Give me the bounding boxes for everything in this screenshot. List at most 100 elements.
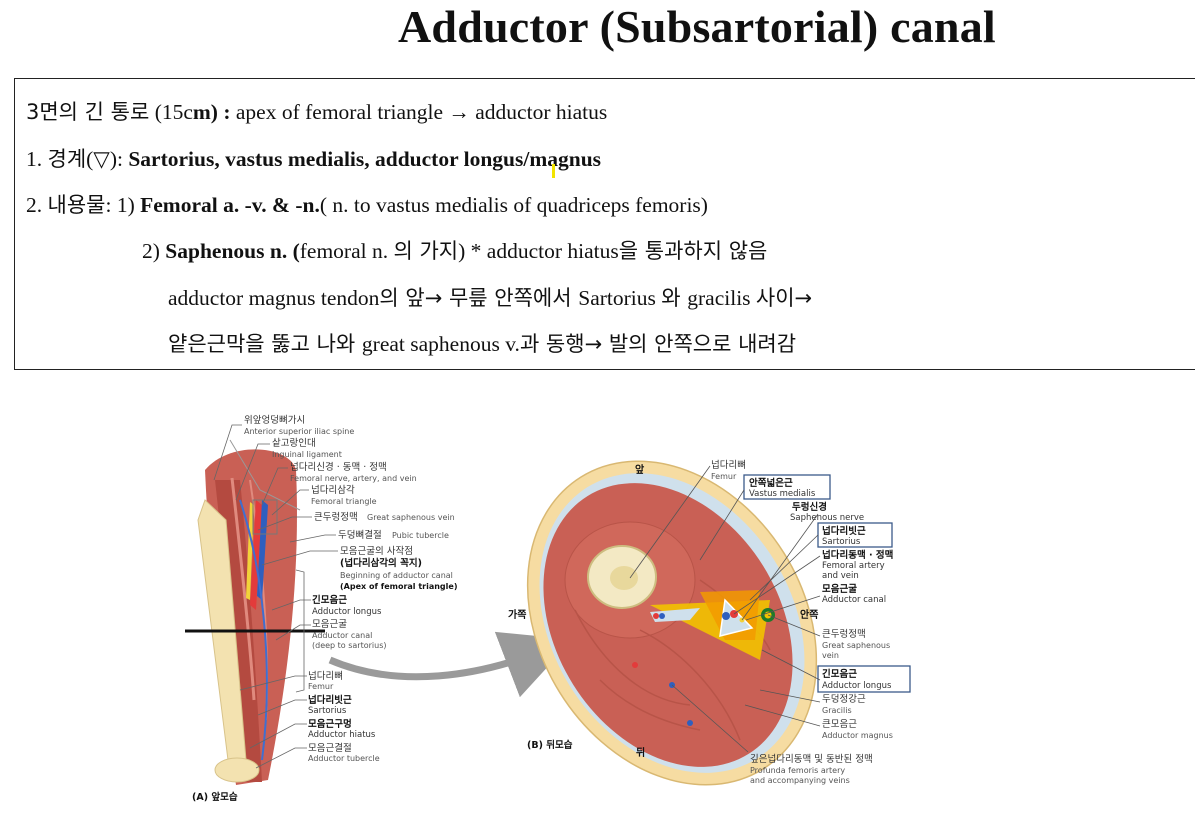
page-title: Adductor (Subsartorial) canal [398,1,996,52]
summary-line-1: 3면의 긴 통로 (15cm) : apex of femoral triang… [26,96,607,126]
l4-a: 2) [142,239,166,263]
summary-line-4: 2) Saphenous n. (femoral n. 의 가지) * addu… [142,235,767,265]
a-label-inguinal-ko: 샅고랑인대 [272,437,316,449]
b-label-am-en: Adductor magnus [822,731,893,740]
a-label-hiatus-en: Adductor hiatus [308,730,376,740]
b-label-profunda-en2: and accompanying veins [750,776,850,785]
l3-c: ( n. to vastus medialis of quadriceps fe… [319,193,708,217]
l2-sym: (▽): [86,147,129,171]
a-label-add-longus-en: Adductor longus [312,607,382,617]
l5-a: adductor magnus tendon [168,286,380,310]
b-orient-lateral: 가쪽 [508,608,526,621]
b-label-al-ko: 긴모음근 [822,668,857,680]
l1-a: (15c [149,100,193,124]
b-label-sart-en: Sartorius [822,537,861,547]
a-label-asis-ko: 위앞엉덩뼈가시 [244,414,305,426]
b-label-vm-ko: 안쪽넓은근 [749,477,793,489]
b-label-saph-n-en: Saphenous nerve [790,513,864,523]
a-label-beginning-ko2: (넙다리삼각의 꼭지) [340,557,422,569]
a-label-femur-ko: 넙다리뼈 [308,670,343,682]
l3-a: : 1) [105,193,141,217]
a-label-gsv-en: Great saphenous vein [367,513,455,522]
l2-ko: 경계 [47,147,87,171]
b-label-femur-ko: 넙다리뼈 [711,459,746,471]
l2-num: 1. [26,147,48,171]
l3-num: 2. [26,193,48,217]
a-label-femur-en: Femur [308,682,334,691]
l2-b: Sartorius, vastus medialis, adductor lon… [128,147,602,171]
b-label-am-ko: 큰모음근 [822,719,857,730]
a-label-add-canal-en2: (deep to sartorius) [312,641,387,650]
figure-a-thigh [185,439,325,785]
l4-c: femoral n. [299,239,394,263]
l4-ko2: 을 통과하지 않음 [618,239,768,263]
a-label-beginning-en2: (Apex of femoral triangle) [340,582,457,591]
b-orient-front: 앞 [635,464,645,476]
b-label-gsv-ko: 큰두렁정맥 [822,628,866,640]
l1-b: m) : [192,100,231,124]
l1-c: apex of femoral triangle → adductor hiat… [230,100,608,124]
a-label-femoral-nav-en: Femoral nerve, artery, and vein [290,474,417,483]
b-label-gsv-en2: vein [822,651,839,660]
l5-c: gracilis [687,286,756,310]
a-label-beginning-en: Beginning of adductor canal [340,571,453,580]
b-label-sart-ko: 넙다리빗근 [822,525,866,537]
b-label-gsv-en: Great saphenous [822,641,890,650]
l5-ko1: 의 앞→ 무릎 안쪽에서 [379,286,579,310]
text-cursor [552,164,555,178]
a-label-add-canal-ko: 모음근굴 [312,619,347,630]
l3-b: Femoral a. -v. & -n. [140,193,320,217]
l5-ko2: 와 [661,286,688,310]
b-label-gracilis-en: Gracilis [822,706,852,715]
a-label-beginning-ko: 모음근굴의 사작점 [340,545,413,557]
l5-b: Sartorius [578,286,662,310]
summary-line-5: adductor magnus tendon의 앞→ 무릎 안쪽에서 Sarto… [168,282,812,312]
l6-ko1: 얕은근막을 뚫고 나와 [168,332,362,356]
l4-b: Saphenous n. ( [165,239,300,263]
a-label-add-canal-en: Adductor canal [312,631,372,640]
b-label-profunda-en: Profunda femoris artery [750,766,845,775]
a-label-femoral-nav-ko: 넙다리신경 · 동맥 · 정맥 [290,461,387,473]
a-label-inguinal-en: Inguinal ligament [272,450,342,459]
l3-ko: 내용물 [47,193,106,217]
b-label-canal-ko: 모음근굴 [822,584,857,595]
figure-a-caption: (A) 앞모습 [192,791,238,803]
figure-a-leaders [213,424,338,769]
b-label-gracilis-ko: 두덩정강근 [822,694,866,705]
figure-b-leaders [629,465,821,753]
a-label-hiatus-ko: 모음근구멍 [308,718,352,730]
b-label-femav-ko: 넙다리동맥 · 정맥 [822,549,893,561]
a-label-tubercle-ko: 모음근결절 [308,742,352,754]
a-label-gsv-ko: 큰두렁정맥 [314,511,358,523]
b-label-femav-en: Femoral artery [822,561,885,571]
summary-line-2: 1. 경계(▽): Sartorius, vastus medialis, ad… [26,143,601,173]
a-label-add-longus-ko: 긴모음근 [312,594,347,606]
a-label-fem-triangle-en: Femoral triangle [311,497,377,506]
a-label-tubercle-en: Adductor tubercle [308,754,380,763]
figure-b-cross-section [526,460,818,786]
b-label-canal-en: Adductor canal [822,595,886,605]
summary-line-3: 2. 내용물: 1) Femoral a. -v. & -n.( n. to v… [26,189,708,219]
a-label-sartorius-ko: 넙다리빗근 [308,694,352,706]
view-arrow [328,631,573,698]
b-label-al-en: Adductor longus [822,681,892,691]
l6-a: great saphenous v. [361,332,520,356]
l4-ko1: 의 가지 [393,239,459,263]
l5-ko3: 사이→ [755,286,813,310]
figure-b-caption: (B) 뒤모습 [527,739,573,751]
b-label-femav-en2: and vein [822,571,859,581]
b-label-saph-n-ko: 두렁신경 [792,501,827,513]
summary-box [14,78,1195,370]
b-label-femur-en: Femur [711,472,737,481]
b-orient-back: 뒤 [636,747,645,759]
b-label-profunda-ko: 깊은넙다리동맥 및 동반된 정맥 [750,753,873,765]
a-label-pubic-ko: 두덩뼈결절 [338,529,382,541]
l4-d: ) * adductor hiatus [458,239,619,263]
l6-ko2: 과 동행→ 발의 안쪽으로 내려감 [519,332,797,356]
l1-ko: 3면의 긴 통로 [26,100,150,124]
a-label-asis-en: Anterior superior iliac spine [244,427,354,436]
a-label-sartorius-en: Sartorius [308,706,347,716]
b-orient-medial: 안쪽 [800,608,818,621]
a-label-pubic-en: Pubic tubercle [392,531,449,540]
summary-line-6: 얕은근막을 뚫고 나와 great saphenous v.과 동행→ 발의 안… [168,328,796,358]
